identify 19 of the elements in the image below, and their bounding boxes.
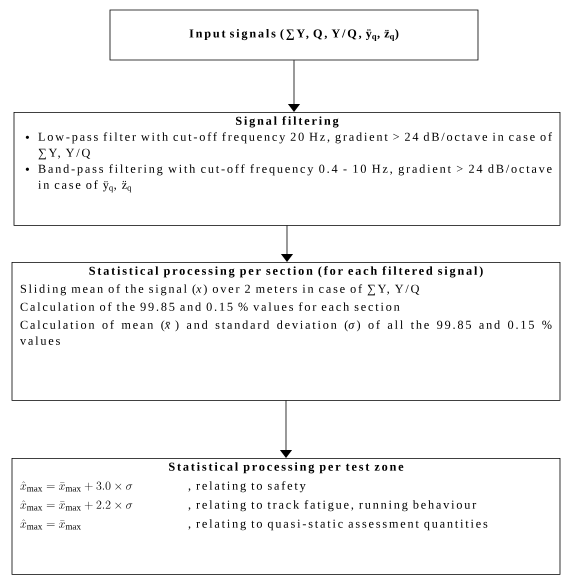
node-label: , relating to track fatigue, running behaviour <box>188 500 476 512</box>
node-label: Calculation of mean (x̄) and standard deviation (σ) of all the 99.85 and 0.15 % values <box>20 320 552 345</box>
node-label: Band-pass filtering with cut-off frequency 0.4 - 10 Hz, gradient > 24 dB/octave in case of ÿ$_{q}$, z̈$_{q}$ <box>38 164 552 192</box>
node-label: Calculation of the 99.85 and 0.15 % values for each section <box>20 302 400 311</box>
process-box <box>12 458 560 575</box>
node-label: Input signals (∑Y, Q, Y/Q, ÿ$_{q}$, z̈$_{q}$) <box>189 28 398 42</box>
node-label: $\hat{x}_{\max} = \bar{x}_{\max} + 3.0 \times \sigma$ <box>20 481 132 492</box>
node-label: Sliding mean of the signal (x) over 2 meters in case of ∑Y, Y/Q <box>20 284 420 296</box>
process-box <box>12 262 560 401</box>
node-label: Statistical processing per section (for each filtered signal) <box>89 266 483 278</box>
process-box <box>14 112 560 226</box>
node-label: Statistical processing per test zone <box>169 462 404 474</box>
node-label: $\hat{x}_{\max} = \bar{x}_{\max}$ <box>20 519 81 530</box>
process-box <box>110 10 478 60</box>
node-label: $\hat{x}_{\max} = \bar{x}_{\max} + 2.2 \times \sigma$ <box>20 500 132 511</box>
node-label: , relating to safety <box>188 481 306 492</box>
node-label: , relating to quasi-static assessment quantities <box>188 519 488 530</box>
node-label: Signal filtering <box>236 116 339 128</box>
node-label: Low-pass filter with cut-off frequency 20 Hz, gradient > 24 dB/octave in case of ∑Y, Y/Q <box>38 132 552 160</box>
